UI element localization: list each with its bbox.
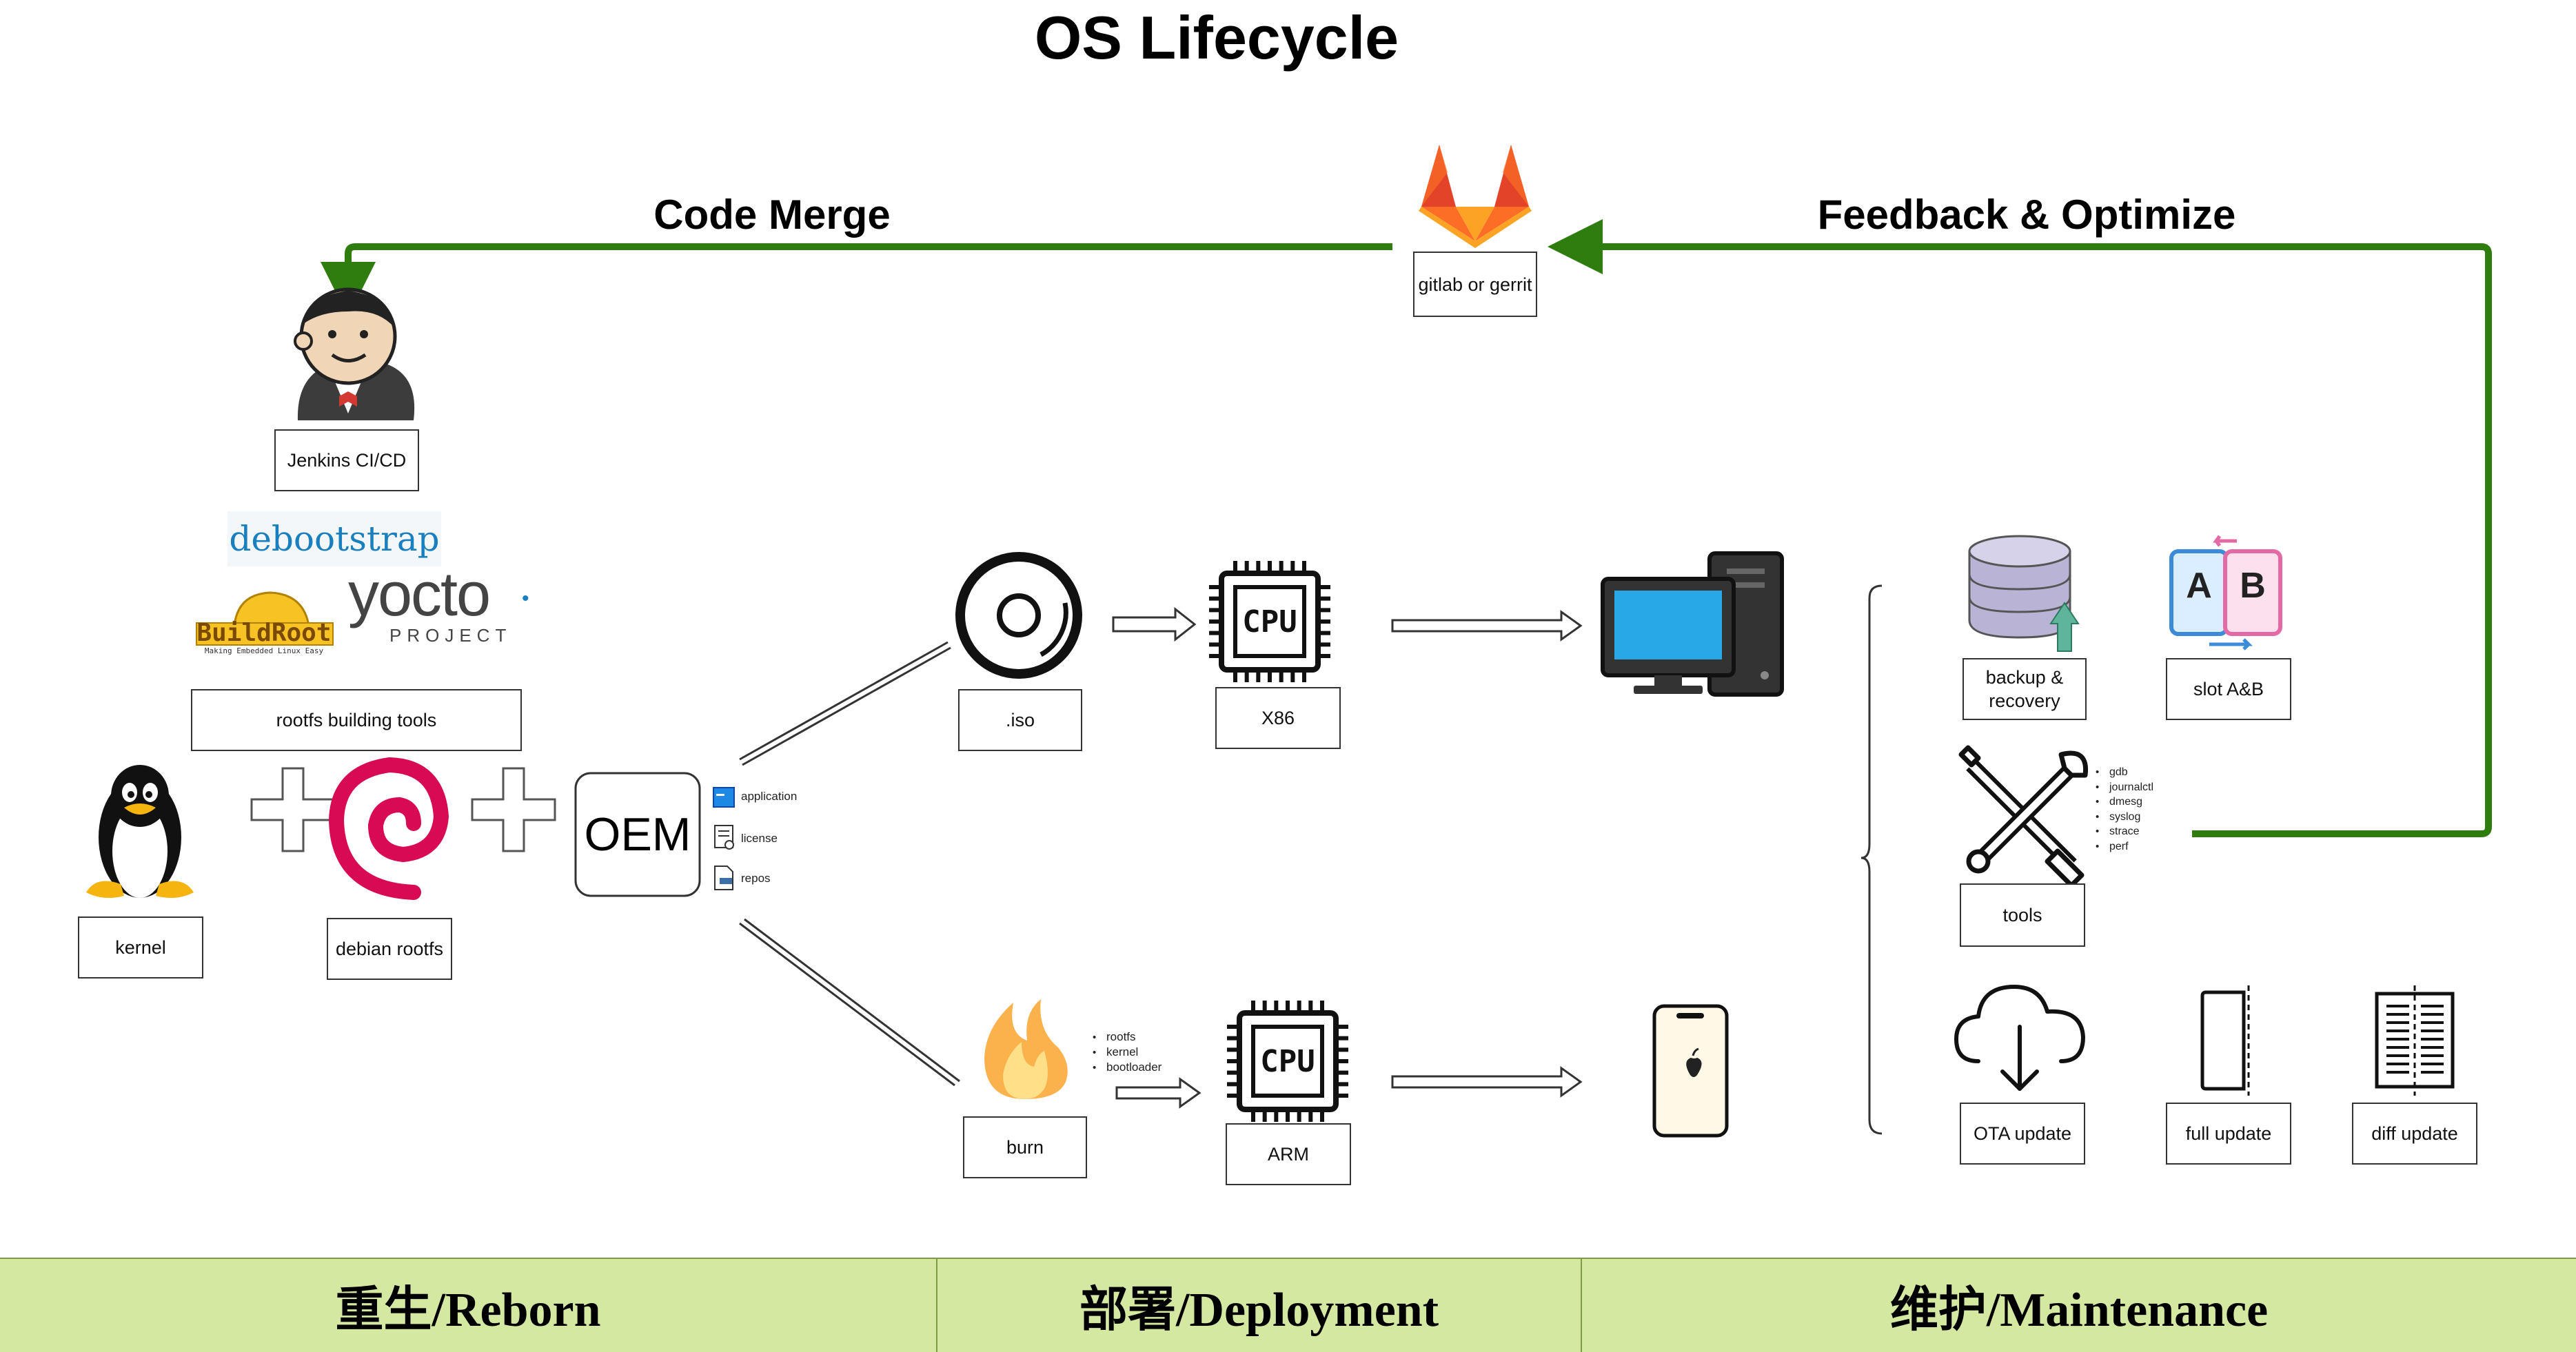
oem-item-repos: repos bbox=[741, 872, 771, 885]
burn-item: rootfs bbox=[1093, 1030, 1162, 1045]
cpu-arm-icon: CPU bbox=[1227, 1001, 1348, 1122]
plus-icon-2 bbox=[471, 767, 556, 852]
disc-icon bbox=[955, 552, 1082, 679]
oem-box bbox=[574, 772, 701, 897]
gitlab-box: gitlab or gerrit bbox=[1413, 252, 1537, 317]
full-update-box: full update bbox=[2166, 1103, 2291, 1165]
arm-to-phone-arrow bbox=[1391, 1066, 1583, 1098]
x86-to-pc-arrow bbox=[1391, 610, 1583, 642]
maintenance-brace bbox=[1860, 584, 1883, 1135]
cpu-label: CPU bbox=[1242, 604, 1297, 639]
tools-list: gdb journalctl dmesg syslog strace perf bbox=[2096, 765, 2153, 854]
phase-maintenance: 维护/Maintenance bbox=[1889, 1284, 2269, 1337]
burn-to-arm-arrow bbox=[1115, 1077, 1201, 1109]
arm-box: ARM bbox=[1226, 1123, 1351, 1185]
plus-icon-1 bbox=[250, 767, 336, 852]
tool-item: syslog bbox=[2096, 810, 2153, 825]
page-title: OS Lifecycle bbox=[1034, 3, 1399, 72]
diff-update-icon bbox=[2375, 985, 2455, 1096]
yocto-sub-label: PROJECT bbox=[389, 625, 512, 646]
ota-box: OTA update bbox=[1960, 1103, 2085, 1165]
smartphone-icon bbox=[1652, 1004, 1729, 1138]
application-icon bbox=[713, 787, 735, 808]
jenkins-box: Jenkins CI/CD bbox=[274, 429, 419, 491]
tools-icon bbox=[1958, 745, 2089, 888]
iso-box: .iso bbox=[958, 689, 1082, 751]
slot-b-label: B bbox=[2240, 566, 2266, 606]
debootstrap-logo: debootstrap bbox=[227, 511, 441, 566]
code-merge-arrow bbox=[321, 243, 1392, 317]
cpu-label: CPU bbox=[1260, 1044, 1315, 1079]
code-merge-label: Code Merge bbox=[653, 192, 891, 238]
rootfs-tools-box: rootfs building tools bbox=[191, 689, 522, 751]
gitlab-logo bbox=[1419, 145, 1532, 248]
tools-box: tools bbox=[1960, 883, 2085, 947]
kernel-box: kernel bbox=[78, 916, 203, 979]
slot-box: slot A&B bbox=[2166, 658, 2291, 720]
burn-items-list: rootfs kernel bootloader bbox=[1093, 1030, 1162, 1075]
burn-box: burn bbox=[963, 1116, 1087, 1178]
tool-item: journalctl bbox=[2096, 780, 2153, 795]
tool-item: perf bbox=[2096, 839, 2153, 854]
diff-update-box: diff update bbox=[2352, 1103, 2477, 1165]
oem-to-iso-line bbox=[739, 641, 951, 766]
phase-bar: 重生/Reborn 部署/Deployment 维护/Maintenance bbox=[0, 1258, 2576, 1352]
phase-deployment: 部署/Deployment bbox=[937, 1259, 1582, 1352]
feedback-label: Feedback & Optimize bbox=[1817, 192, 2236, 238]
burn-item: kernel bbox=[1093, 1045, 1162, 1060]
tool-item: gdb bbox=[2096, 765, 2153, 780]
backup-box: backup & recovery bbox=[1963, 658, 2087, 720]
tool-item: dmesg bbox=[2096, 795, 2153, 810]
oem-item-application: application bbox=[741, 790, 798, 803]
buildroot-logo bbox=[196, 591, 334, 646]
debian-swirl-icon bbox=[328, 757, 449, 900]
phase-reborn: 重生/Reborn bbox=[0, 1259, 937, 1352]
yocto-dot: • bbox=[522, 587, 529, 610]
iso-to-x86-arrow bbox=[1112, 606, 1197, 642]
full-update-icon bbox=[2200, 985, 2250, 1096]
buildroot-logo-text: BuildRoot bbox=[196, 619, 332, 647]
jenkins-icon bbox=[294, 287, 415, 420]
oem-item-license: license bbox=[741, 832, 778, 845]
fire-icon bbox=[984, 999, 1068, 1099]
feedback-loop-arrow bbox=[1548, 219, 2492, 837]
slot-ab-icon bbox=[2169, 535, 2282, 651]
database-backup-icon bbox=[1968, 535, 2080, 652]
burn-item: bootloader bbox=[1093, 1060, 1162, 1075]
debian-rootfs-box: debian rootfs bbox=[327, 918, 452, 980]
x86-box: X86 bbox=[1215, 687, 1341, 749]
tool-item: strace bbox=[2096, 824, 2153, 839]
cpu-x86-icon: CPU bbox=[1209, 561, 1330, 682]
yocto-logo: yocto bbox=[348, 560, 491, 629]
cloud-download-icon bbox=[1954, 985, 2085, 1091]
slot-a-label: A bbox=[2186, 566, 2212, 606]
tux-icon bbox=[86, 765, 194, 899]
license-icon bbox=[714, 825, 734, 850]
desktop-pc-icon bbox=[1601, 551, 1784, 697]
backup-label: backup & recovery bbox=[1985, 667, 2064, 711]
repos-icon bbox=[714, 866, 733, 890]
oem-label: OEM bbox=[584, 808, 691, 861]
buildroot-sub-label: Making Embedded Linux Easy bbox=[204, 646, 324, 655]
oem-to-burn-line bbox=[739, 918, 960, 1087]
